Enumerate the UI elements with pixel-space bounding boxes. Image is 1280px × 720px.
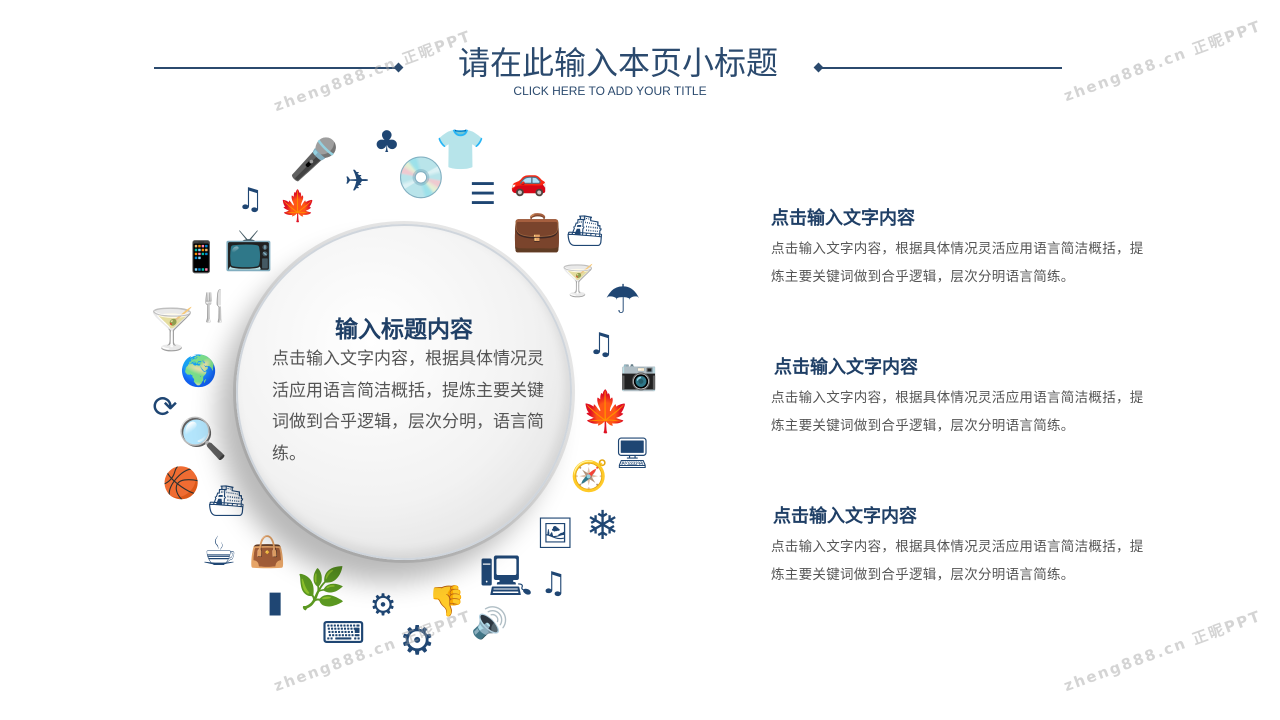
equalizer-icon: ☰ <box>469 176 497 212</box>
plant-icon: 🌿 <box>296 566 347 613</box>
music-note-icon: ♫ <box>236 181 264 217</box>
globe-icon: 🌍 <box>179 354 218 390</box>
picture-icon: 🖼 <box>536 515 575 551</box>
basketball-icon: 🏀 <box>162 466 200 502</box>
umbrella-icon: ☂ <box>604 276 641 323</box>
ship-icon: ⛴ <box>565 214 604 250</box>
center-title[interactable]: 输入标题内容 <box>335 317 473 343</box>
coffee-cup-icon: ☕ <box>201 528 238 575</box>
monitor-icon: 🖥 <box>613 435 652 471</box>
block-title[interactable]: 点击输入文字内容 <box>773 506 917 527</box>
compass-icon: 🧭 <box>570 459 609 495</box>
speaker-icon: 🔊 <box>471 606 509 642</box>
block-body[interactable]: 点击输入文字内容，根据具体情况灵活应用语言简洁概括，提炼主要关键词做到合乎逻辑，… <box>771 539 1144 583</box>
center-circle: 输入标题内容 点击输入文字内容，根据具体情况灵活应用语言简洁概括，提炼主要关键词… <box>236 224 572 560</box>
block-title[interactable]: 点击输入文字内容 <box>771 208 915 229</box>
disc-icon: 💿 <box>396 154 446 201</box>
bar-chart-icon: ▮ <box>266 585 284 621</box>
leaf-icon: 🍁 <box>279 189 317 225</box>
thumbs-down-icon: 👎 <box>428 583 466 619</box>
airplane-icon: ✈ <box>344 164 370 200</box>
title-line-left <box>154 67 398 69</box>
microphone-icon: 🎤 <box>289 136 340 183</box>
page-subtitle[interactable]: CLICK HERE TO ADD YOUR TITLE <box>513 84 707 98</box>
block-title[interactable]: 点击输入文字内容 <box>774 357 918 378</box>
briefcase-icon: 💼 <box>511 207 562 254</box>
cocktail-icon: 🍸 <box>146 307 197 354</box>
text-block-3: 点击输入文字内容 点击输入文字内容，根据具体情况灵活应用语言简洁概括，提炼主要关… <box>771 502 1153 589</box>
music-note-icon: ♫ <box>587 326 615 362</box>
music-note-icon: ♫ <box>540 566 568 602</box>
phone-icon: 📱 <box>182 240 220 276</box>
leaf-icon: 🍁 <box>580 388 631 435</box>
ship-icon: ⛴ <box>207 483 246 519</box>
keyboard-icon: ⌨ <box>321 616 365 652</box>
clover-icon: ♣ <box>373 124 401 160</box>
block-body[interactable]: 点击输入文字内容，根据具体情况灵活应用语言简洁概括，提炼主要关键词做到合乎逻辑，… <box>771 241 1144 285</box>
camera-icon: 📷 <box>620 357 658 393</box>
car-icon: 🚗 <box>510 162 548 198</box>
tshirt-icon: 👕 <box>435 126 486 173</box>
cocktail-icon: 🍸 <box>558 264 597 300</box>
block-body[interactable]: 点击输入文字内容，根据具体情况灵活应用语言简洁概括，提炼主要关键词做到合乎逻辑，… <box>771 390 1144 434</box>
page-title[interactable]: 请在此输入本页小标题 <box>457 44 778 82</box>
center-body[interactable]: 点击输入文字内容，根据具体情况灵活应用语言简洁概括，提炼主要关键词做到合乎逻辑，… <box>272 349 544 464</box>
gear-icon: ⚙ <box>369 588 397 624</box>
computer-tower-icon: 🖳 <box>479 553 533 600</box>
gear-icon: ⚙ <box>399 618 436 665</box>
text-block-2: 点击输入文字内容 点击输入文字内容，根据具体情况灵活应用语言简洁概括，提炼主要关… <box>771 353 1154 440</box>
fork-spoon-icon: 🍴 <box>195 288 234 324</box>
text-block-1: 点击输入文字内容 点击输入文字内容，根据具体情况灵活应用语言简洁概括，提炼主要关… <box>771 204 1151 291</box>
title-line-right <box>820 67 1062 69</box>
bag-icon: 👜 <box>248 535 286 571</box>
refresh-icon: ⟳ <box>152 390 178 426</box>
snowflake-icon: ❄ <box>585 502 620 549</box>
magnifier-icon: 🔍 <box>177 416 228 463</box>
tv-icon: 📺 <box>223 227 274 274</box>
